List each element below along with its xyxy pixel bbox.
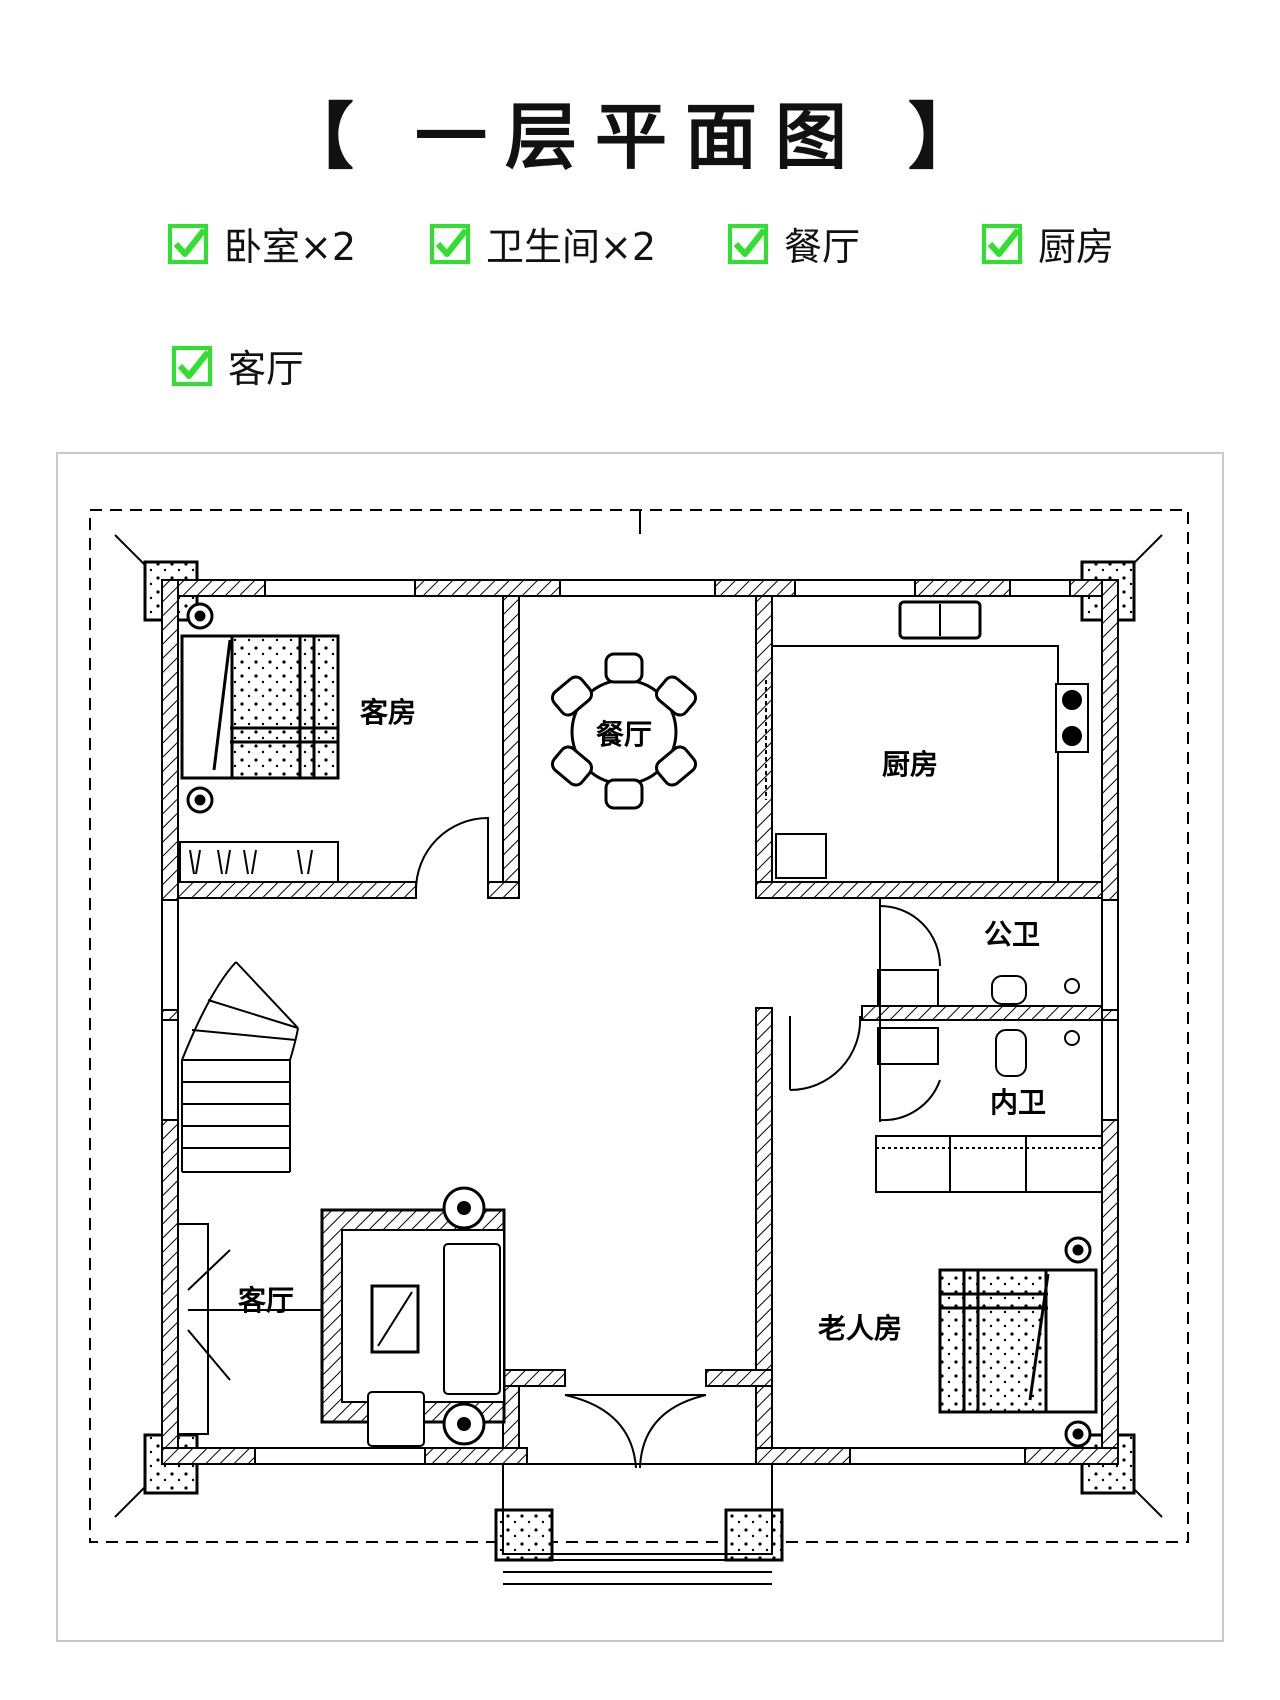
dining-table: [550, 652, 698, 810]
room-label-dining: 餐厅: [596, 718, 652, 751]
bathroom-fixtures: [789, 898, 1080, 1122]
windows: [161, 579, 1119, 1465]
plan-frame: [56, 452, 1224, 1642]
feature-bedrooms: 卧室×2: [168, 216, 356, 271]
feature-label: 厨房: [1038, 225, 1115, 269]
check-icon: [172, 345, 212, 386]
guest-wardrobe: [179, 841, 339, 883]
guest-room-door: [415, 816, 489, 891]
check-icon: [982, 223, 1022, 264]
elder-bed: [938, 1236, 1098, 1448]
staircase: [181, 961, 299, 1173]
room-label-elder: 老人房: [818, 1312, 902, 1345]
room-label-living: 客厅: [238, 1284, 294, 1317]
living-furniture: [177, 1186, 506, 1447]
room-label-public-bath: 公卫: [984, 918, 1040, 951]
guest-bed: [180, 602, 340, 814]
feature-dining: 餐厅: [728, 216, 860, 271]
kitchen-fixtures: [765, 600, 1089, 883]
room-label-inner-bath: 内卫: [990, 1086, 1046, 1119]
room-label-guest: 客房: [360, 696, 416, 729]
feature-label: 卧室×2: [224, 225, 357, 269]
entrance-porch: [502, 1394, 773, 1585]
check-icon: [430, 223, 470, 264]
feature-living: 客厅: [172, 338, 304, 393]
feature-label: 客厅: [228, 347, 305, 391]
feature-bathrooms: 卫生间×2: [430, 216, 656, 271]
check-icon: [728, 223, 768, 264]
check-icon: [168, 223, 208, 264]
feature-label: 卫生间×2: [486, 225, 657, 269]
page-title: 【 一层平面图 】: [281, 95, 999, 179]
feature-kitchen: 厨房: [982, 216, 1114, 271]
room-label-kitchen: 厨房: [882, 748, 938, 781]
closet: [875, 1135, 1103, 1193]
feature-label: 餐厅: [784, 225, 861, 269]
